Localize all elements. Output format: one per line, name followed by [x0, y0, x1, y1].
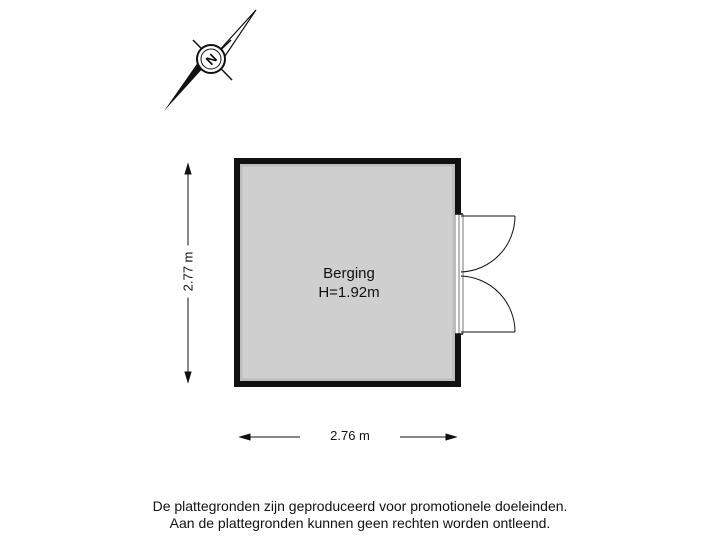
depth-dimension-label: 2.77 m — [180, 222, 196, 322]
width-dimension-label: 2.76 m — [300, 428, 400, 443]
room-name: Berging — [323, 265, 375, 282]
north-arrow-icon: N — [164, 9, 257, 111]
double-door — [460, 215, 516, 333]
depth-dimension-text: 2.77 m — [180, 245, 196, 298]
disclaimer-line-1: De plattegronden zijn geproduceerd voor … — [152, 498, 568, 514]
room-height: H=1.92m — [318, 284, 380, 301]
disclaimer-line-2: Aan de plattegronden kunnen geen rechten… — [169, 515, 551, 531]
room-berging — [234, 158, 516, 387]
